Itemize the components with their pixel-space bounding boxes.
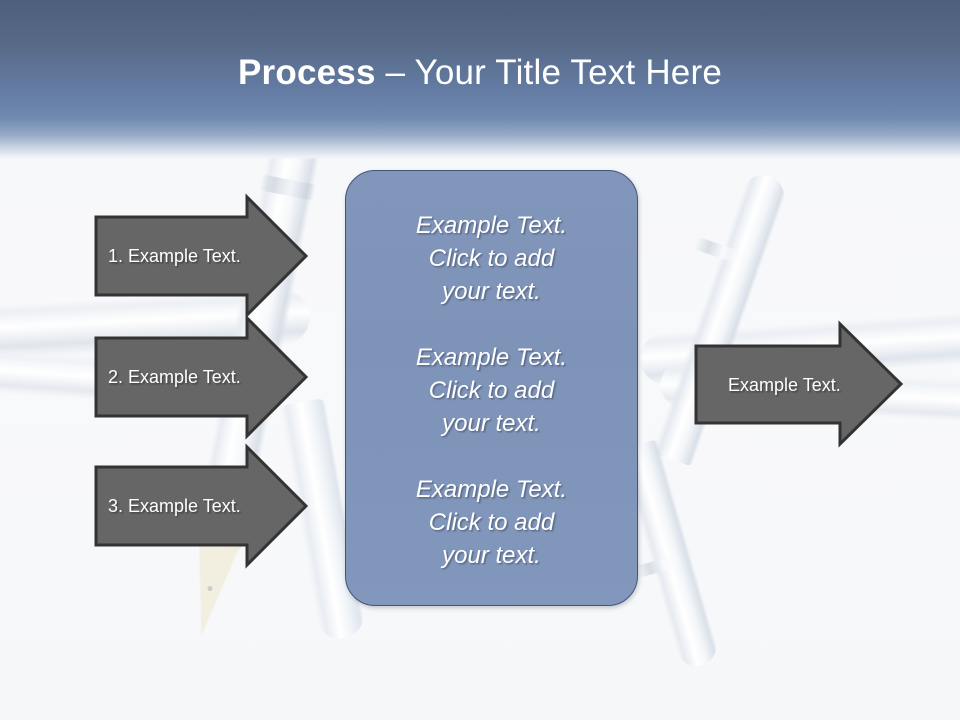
page-title-bold: Process (238, 53, 376, 92)
input-arrow-3-label: 3. Example Text. (108, 496, 241, 516)
arrow-right-shape-icon (94, 314, 309, 440)
page-title: Process – Your Title Text Here (0, 52, 960, 94)
center-text-block-3[interactable]: Example Text. Click to add your text. (415, 476, 568, 569)
output-arrow[interactable]: Example Text. (694, 320, 904, 448)
output-arrow-label: Example Text. (728, 375, 841, 395)
center-content-box[interactable]: Example Text. Click to add your text. Ex… (345, 170, 638, 606)
arrow-right-shape-icon (94, 443, 309, 569)
input-arrow-2[interactable]: 2. Example Text. (94, 314, 309, 440)
page-title-rest: – Your Title Text Here (375, 53, 722, 92)
input-arrow-1-label: 1. Example Text. (108, 246, 241, 266)
arrow-right-shape-icon (94, 193, 309, 319)
center-text-block-1[interactable]: Example Text. Click to add your text. (415, 212, 568, 305)
input-arrow-2-label: 2. Example Text. (108, 367, 241, 387)
header-band (0, 0, 960, 160)
input-arrow-3[interactable]: 3. Example Text. (94, 443, 309, 569)
center-text-block-2[interactable]: Example Text. Click to add your text. (415, 344, 568, 437)
arrow-right-shape-icon (694, 320, 904, 448)
input-arrow-1[interactable]: 1. Example Text. (94, 193, 309, 319)
